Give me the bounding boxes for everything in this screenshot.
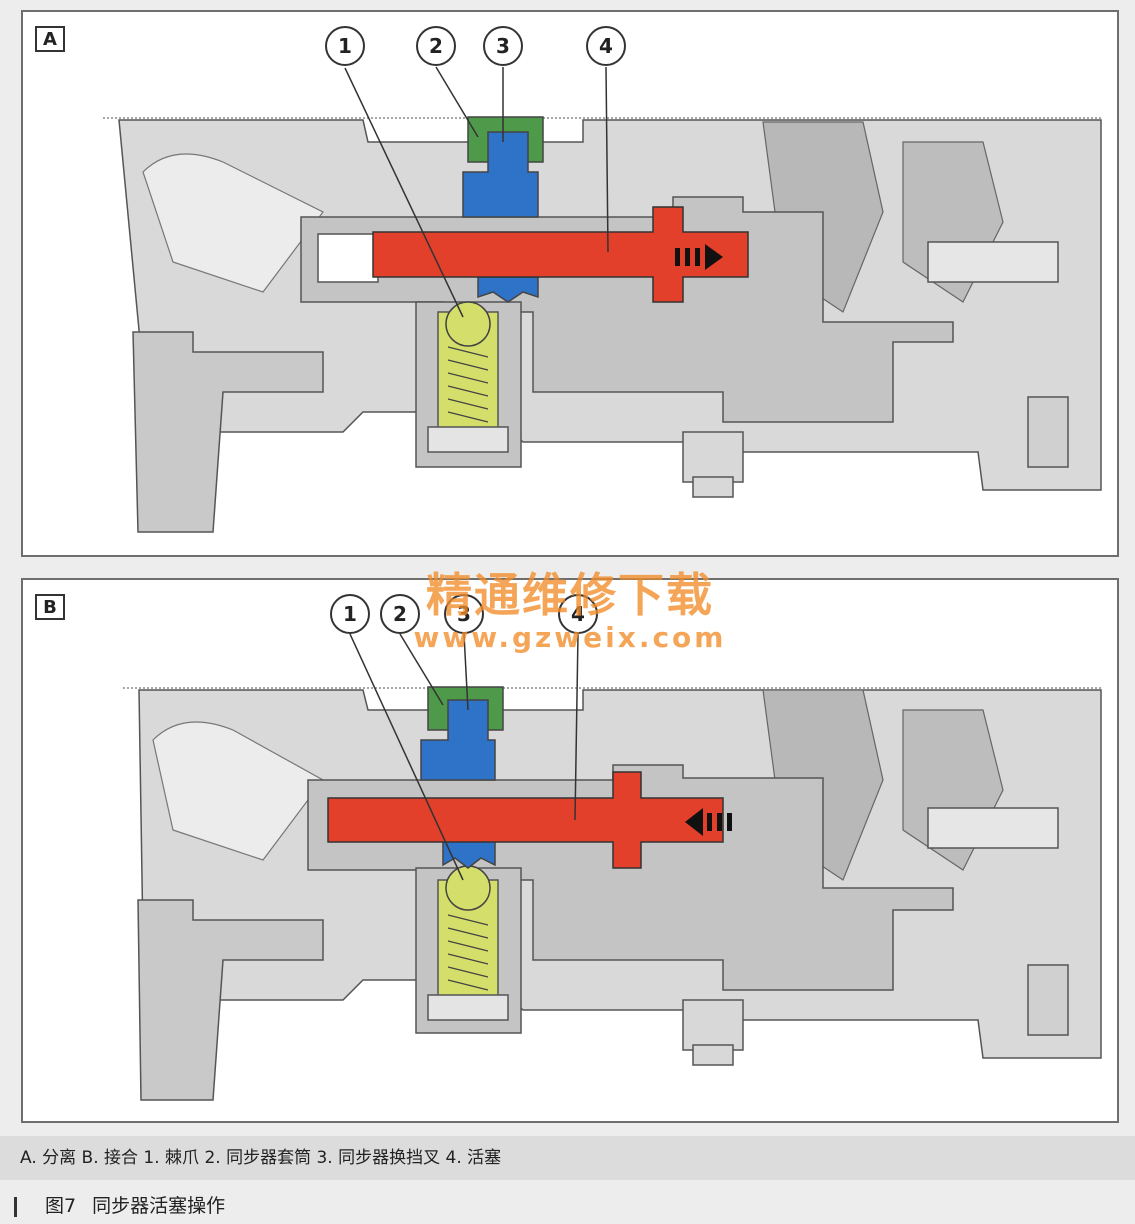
callout-1: 1: [330, 594, 370, 634]
diagram-panel-a: A 1 2 3 4: [21, 10, 1119, 557]
title-bar-icon: [14, 1196, 17, 1217]
cutaway-drawing-a: [103, 66, 1103, 533]
figure-title: 图7 同步器活塞操作: [0, 1188, 1135, 1224]
callout-2: 2: [416, 26, 456, 66]
figure-number: 图7: [45, 1195, 77, 1217]
legend-caption: A. 分离 B. 接合 1. 棘爪 2. 同步器套筒 3. 同步器换挡叉 4. …: [0, 1136, 1135, 1180]
diagram-panel-b: B 1 2 3 4: [21, 578, 1119, 1123]
cutaway-drawing-b: [123, 633, 1103, 1101]
callout-3: 3: [483, 26, 523, 66]
callout-4: 4: [586, 26, 626, 66]
callout-4: 4: [558, 594, 598, 634]
callout-1: 1: [325, 26, 365, 66]
panel-tag-b: B: [35, 594, 65, 620]
figure-caption: 同步器活塞操作: [92, 1195, 226, 1217]
callout-2: 2: [380, 594, 420, 634]
callout-3: 3: [444, 594, 484, 634]
panel-tag-a: A: [35, 26, 65, 52]
